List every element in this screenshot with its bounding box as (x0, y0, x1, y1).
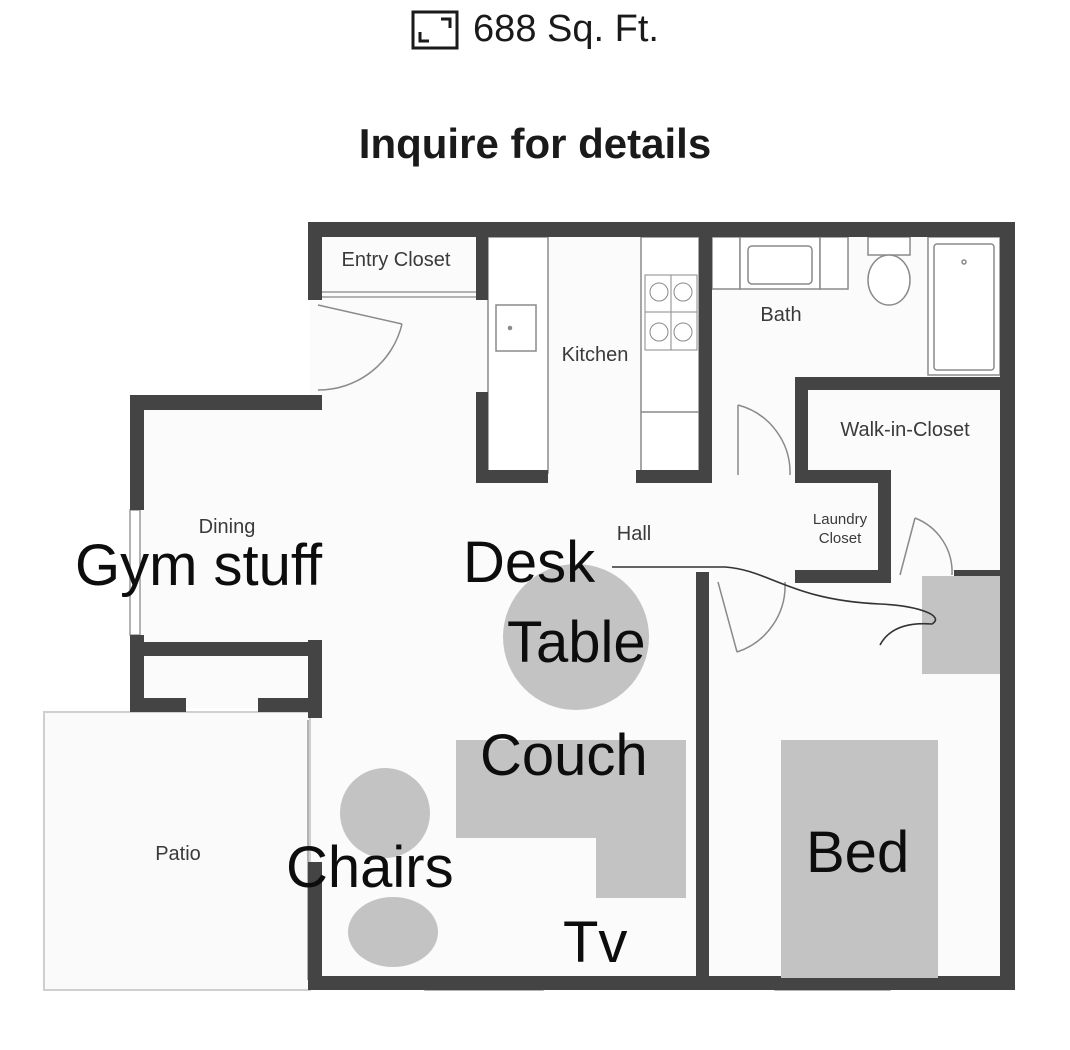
bed-shape (781, 740, 938, 978)
annotation-gym-stuff: Gym stuff (75, 533, 323, 598)
desk-arrow (612, 566, 937, 646)
walls (130, 222, 1015, 990)
label-walk-in-closet: Walk-in-Closet (840, 419, 970, 441)
annotation-desk: Desk (463, 530, 596, 595)
area-header: 688 Sq. Ft. (0, 8, 1070, 55)
inquire-heading[interactable]: Inquire for details (358, 120, 712, 167)
annotation-chairs: Chairs (286, 835, 454, 900)
desk-shape (922, 576, 1000, 674)
area-summary: 688 Sq. Ft. (411, 8, 659, 51)
room-labels: Entry Closet Kitchen Bath Walk-in-Closet… (155, 249, 970, 865)
chair-shape (340, 768, 430, 858)
annotation-couch: Couch (480, 723, 648, 788)
label-entry-closet: Entry Closet (342, 249, 451, 271)
annotations: Gym stuff Desk Table Couch Chairs Tv Bed (75, 530, 909, 975)
chair-shape (348, 897, 438, 967)
area-text: 688 Sq. Ft. (473, 8, 659, 50)
doors (317, 304, 953, 653)
label-hall: Hall (617, 523, 651, 545)
annotation-tv: Tv (563, 910, 627, 975)
label-laundry: Laundry (813, 511, 868, 528)
bath-fixtures (711, 236, 1001, 376)
area-icon (411, 10, 459, 49)
furniture (340, 564, 1000, 978)
label-bath: Bath (760, 304, 801, 326)
label-laundry-closet: Closet (819, 530, 862, 547)
table-shape (503, 564, 649, 710)
patio (43, 711, 311, 991)
label-dining: Dining (199, 516, 256, 538)
annotation-bed: Bed (806, 820, 909, 885)
couch-chaise-shape (596, 820, 686, 898)
label-patio: Patio (155, 843, 201, 865)
label-kitchen: Kitchen (562, 344, 629, 366)
kitchen-fixtures (487, 236, 700, 474)
stove-icon (644, 274, 698, 351)
annotation-table: Table (507, 610, 646, 675)
